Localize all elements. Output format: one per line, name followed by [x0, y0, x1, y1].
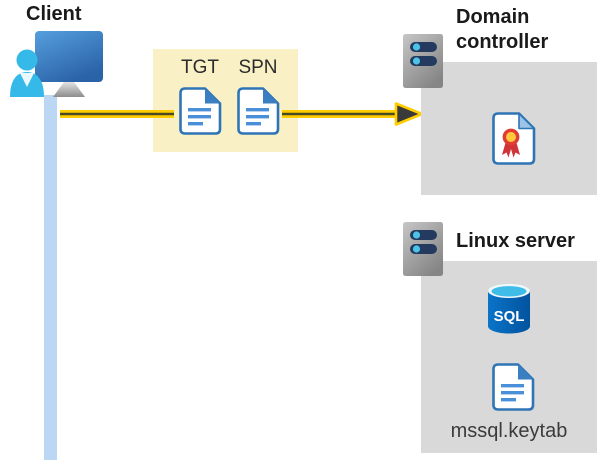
- keytab-label: mssql.keytab: [450, 420, 568, 442]
- linux-server-icon: [403, 222, 443, 276]
- sql-badge-text: SQL: [494, 308, 525, 325]
- certificate-icon: [492, 112, 536, 165]
- client-label: Client: [26, 3, 82, 25]
- user-icon: [10, 49, 44, 97]
- sql-database-icon: SQL: [486, 283, 532, 334]
- monitor-icon: [35, 31, 103, 97]
- client-lifeline: [44, 95, 57, 460]
- arrowhead-icon: [394, 102, 424, 126]
- keytab-file-icon: [492, 363, 535, 411]
- client-workstation-icon: [10, 31, 106, 98]
- tgt-label: TGT: [181, 57, 219, 78]
- ticket-flow-arrow: [55, 99, 427, 129]
- linux-server-label: Linux server: [456, 230, 575, 252]
- spn-label: SPN: [238, 57, 278, 78]
- spn-document-icon: [237, 87, 280, 135]
- domain-controller-server-icon: [403, 34, 443, 88]
- tgt-document-icon: [179, 87, 222, 135]
- domain-controller-label: Domain controller: [456, 6, 549, 53]
